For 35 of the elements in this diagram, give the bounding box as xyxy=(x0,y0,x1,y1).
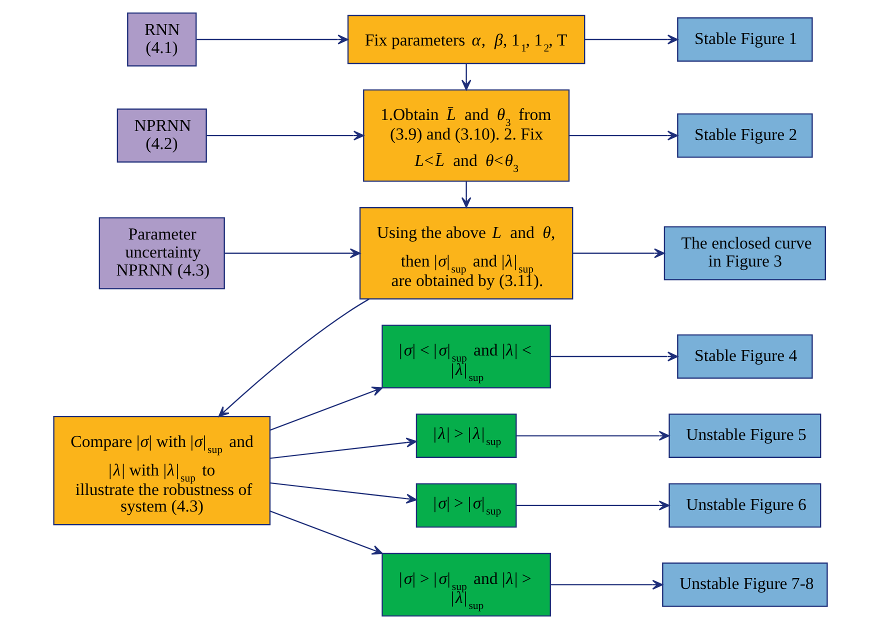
node-box: Unstable Figure 6 xyxy=(668,483,822,528)
node-box: Parameter uncertainty NPRNN (4.3) xyxy=(98,217,225,290)
arrow xyxy=(270,386,383,431)
node-box: |λ| > |λ|$_{sup}$ xyxy=(416,414,517,458)
arrow xyxy=(516,430,670,441)
node-box: Stable Figure 2 xyxy=(677,113,813,158)
arrow xyxy=(550,580,663,590)
arrow xyxy=(270,482,417,504)
node-box: RNN (4.1) xyxy=(127,12,197,66)
node-box: Stable Figure 1 xyxy=(677,17,813,62)
arrow xyxy=(572,248,665,258)
arrow xyxy=(516,500,670,510)
arrow xyxy=(584,34,678,44)
arrow xyxy=(550,352,678,362)
arrow xyxy=(224,248,361,258)
node-box: Unstable Figure 7-8 xyxy=(662,562,828,607)
node-box: |σ| > |σ|$_{sup}$ and |λ| > |λ|$_{sup}$ xyxy=(382,552,551,617)
arrow xyxy=(218,298,370,418)
node-box: Compare |σ| with |σ|$_{sup}$ and |λ| with |λ|$_{sup}$ to illustrate the robustness of system (4.3) xyxy=(53,416,271,526)
node-box: The enclosed curve in Figure 3 xyxy=(664,226,826,280)
arrow xyxy=(270,510,383,555)
arrow xyxy=(270,438,417,459)
arrow xyxy=(196,34,348,44)
node-box: |σ| > |σ|$_{sup}$ xyxy=(416,483,517,528)
node-box: |σ| < |σ|$_{sup}$ and |λ| < |λ|$_{sup}$ xyxy=(382,324,551,388)
arrow xyxy=(206,130,364,140)
arrow xyxy=(461,64,472,90)
node-box: Using the above L and θ, then |σ|$_{sup}$ and |λ|$_{sup}$ are obtained by (3.11). xyxy=(359,207,574,300)
node-box: 1.Obtain L̄ and θ$_{3}$ from (3.9) and (3.10). 2. Fix L<L̄ and θ<θ$_{3}$ xyxy=(363,89,570,182)
node-box: Stable Figure 4 xyxy=(677,334,813,379)
node-box: Fix parameters α, β, 1$_{1}$, 1$_{2}$, T xyxy=(347,14,586,64)
arrow xyxy=(569,130,678,140)
node-box: NPRNN (4.2) xyxy=(116,108,207,163)
arrow xyxy=(461,182,472,208)
node-box: Unstable Figure 5 xyxy=(668,414,822,458)
